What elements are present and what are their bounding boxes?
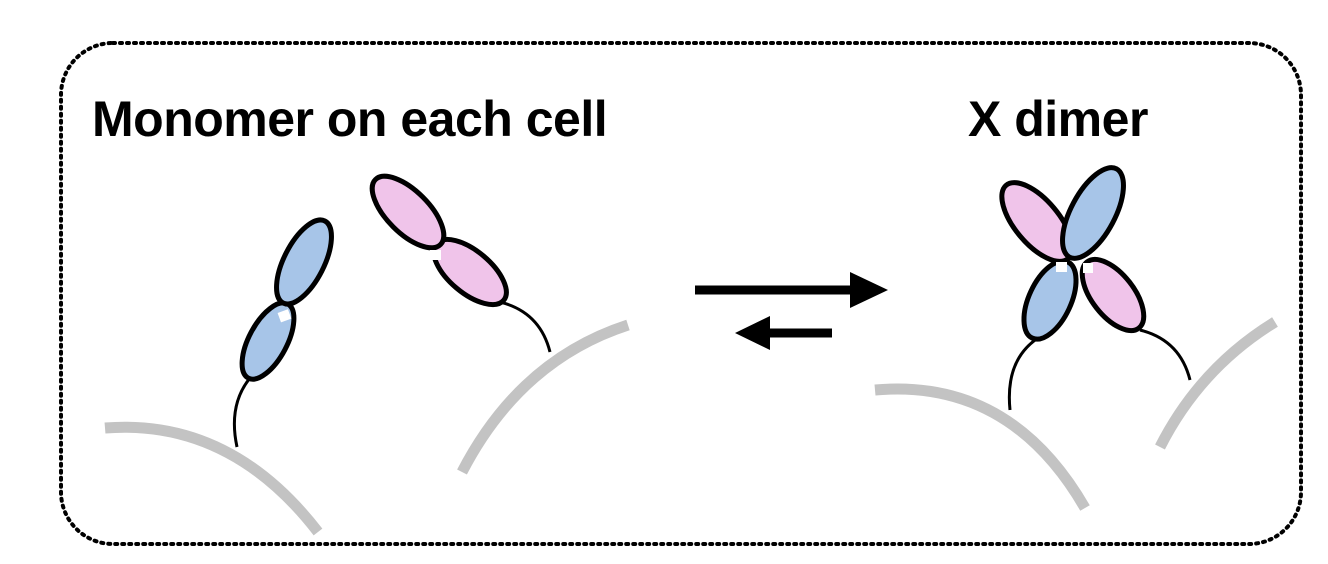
equilibrium-arrows: [695, 272, 888, 350]
cell-membrane-far-right: [1155, 317, 1278, 450]
cell-membrane-right: [874, 383, 1090, 511]
dimer-title: X dimer: [968, 91, 1148, 147]
cell-membrane-middle: [457, 319, 630, 475]
monomer-title: Monomer on each cell: [92, 91, 608, 147]
blue-monomer: [232, 217, 334, 448]
pink-monomer: [369, 173, 552, 353]
cell-membrane-left: [104, 421, 323, 536]
x-dimer: [999, 165, 1192, 411]
dotted-frame: [59, 41, 1303, 546]
